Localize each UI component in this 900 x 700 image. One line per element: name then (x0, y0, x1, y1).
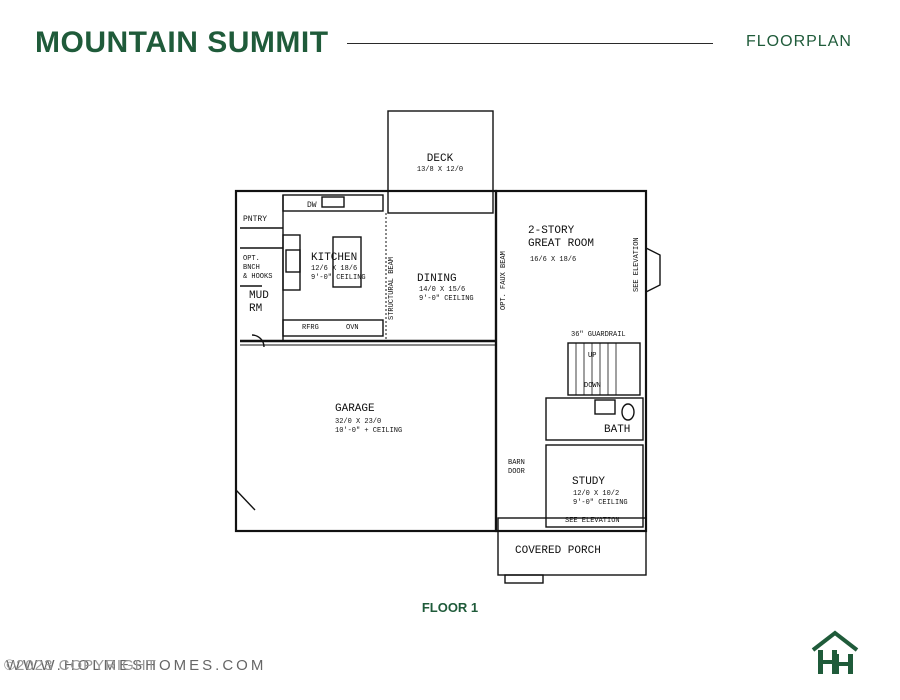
study-room-outline (545, 444, 644, 528)
garage-ceiling: 10'-0" + CEILING (335, 427, 402, 435)
kitchen-dims: 12/6 X 18/6 (311, 265, 357, 273)
garage-dims: 32/0 X 23/0 (335, 418, 381, 426)
sink-icon (321, 196, 345, 208)
house-right-outline (494, 189, 648, 533)
study-dims: 12/0 X 10/2 (573, 490, 619, 498)
guardrail-label: 36" GUARDRAIL (571, 331, 626, 339)
dw-label: DW (307, 201, 317, 210)
deck-dims: 13/8 X 12/0 (417, 166, 463, 174)
study-elevation-label: SEE ELEVATION (565, 517, 620, 525)
page-subtitle: FLOORPLAN (746, 33, 852, 50)
page-title: MOUNTAIN SUMMIT (35, 26, 329, 59)
vanity-icon (594, 399, 616, 415)
great-room-label-2: GREAT ROOM (528, 238, 594, 250)
structural-beam-label: STRUCTURAL BEAM (388, 257, 396, 320)
pantry-label: PNTRY (243, 215, 267, 224)
stairs-up-label: UP (588, 352, 596, 360)
ovn-label: OVN (346, 324, 359, 332)
garage-label: GARAGE (335, 403, 375, 415)
barn-door-label-1: BARN (508, 459, 525, 467)
dining-dims: 14/0 X 15/6 (419, 286, 465, 294)
fireplace-icon (645, 247, 661, 293)
bench-label-1: OPT. (243, 255, 260, 263)
kitchen-label: KITCHEN (311, 252, 357, 264)
great-room-label-1: 2-STORY (528, 225, 575, 237)
footer-website: WWW.HOLMESHOMES.COM (6, 657, 267, 674)
range-icon (285, 249, 301, 273)
house-left-outline (234, 189, 498, 533)
mud-label-1: MUD (249, 290, 269, 302)
header-divider (347, 43, 713, 44)
dining-ceiling: 9'-0" CEILING (419, 295, 474, 303)
kitchen-ceiling: 9'-0" CEILING (311, 274, 366, 282)
great-room-dims: 16/6 X 18/6 (530, 256, 576, 264)
floor-label: FLOOR 1 (421, 600, 479, 615)
bench-label-2: BNCH (243, 264, 260, 272)
barn-door-label-2: DOOR (508, 468, 526, 476)
stairs-down-label: DOWN (584, 382, 601, 390)
stair-block (567, 342, 641, 396)
mud-label-2: RM (249, 303, 262, 315)
dining-label: DINING (417, 273, 457, 285)
bath-label: BATH (604, 424, 630, 436)
covered-porch-outline (497, 517, 647, 576)
covered-porch-label: COVERED PORCH (515, 545, 601, 557)
house-hh-logo-icon (811, 630, 859, 674)
deck-outline (387, 110, 494, 214)
bench-label-3: & HOOKS (243, 273, 272, 281)
fireplace-elevation-label: SEE ELEVATION (633, 237, 641, 292)
rfrg-label: RFRG (302, 324, 319, 332)
deck-label: DECK (427, 153, 454, 165)
study-ceiling: 9'-0" CEILING (573, 499, 628, 507)
footer-copyright: ©2023 COPYRIGHT (4, 657, 157, 674)
bath-room-outline (545, 397, 644, 441)
toilet-icon (621, 403, 635, 421)
faux-beam-label: OPT. FAUX BEAM (500, 251, 508, 310)
study-label: STUDY (572, 476, 605, 488)
